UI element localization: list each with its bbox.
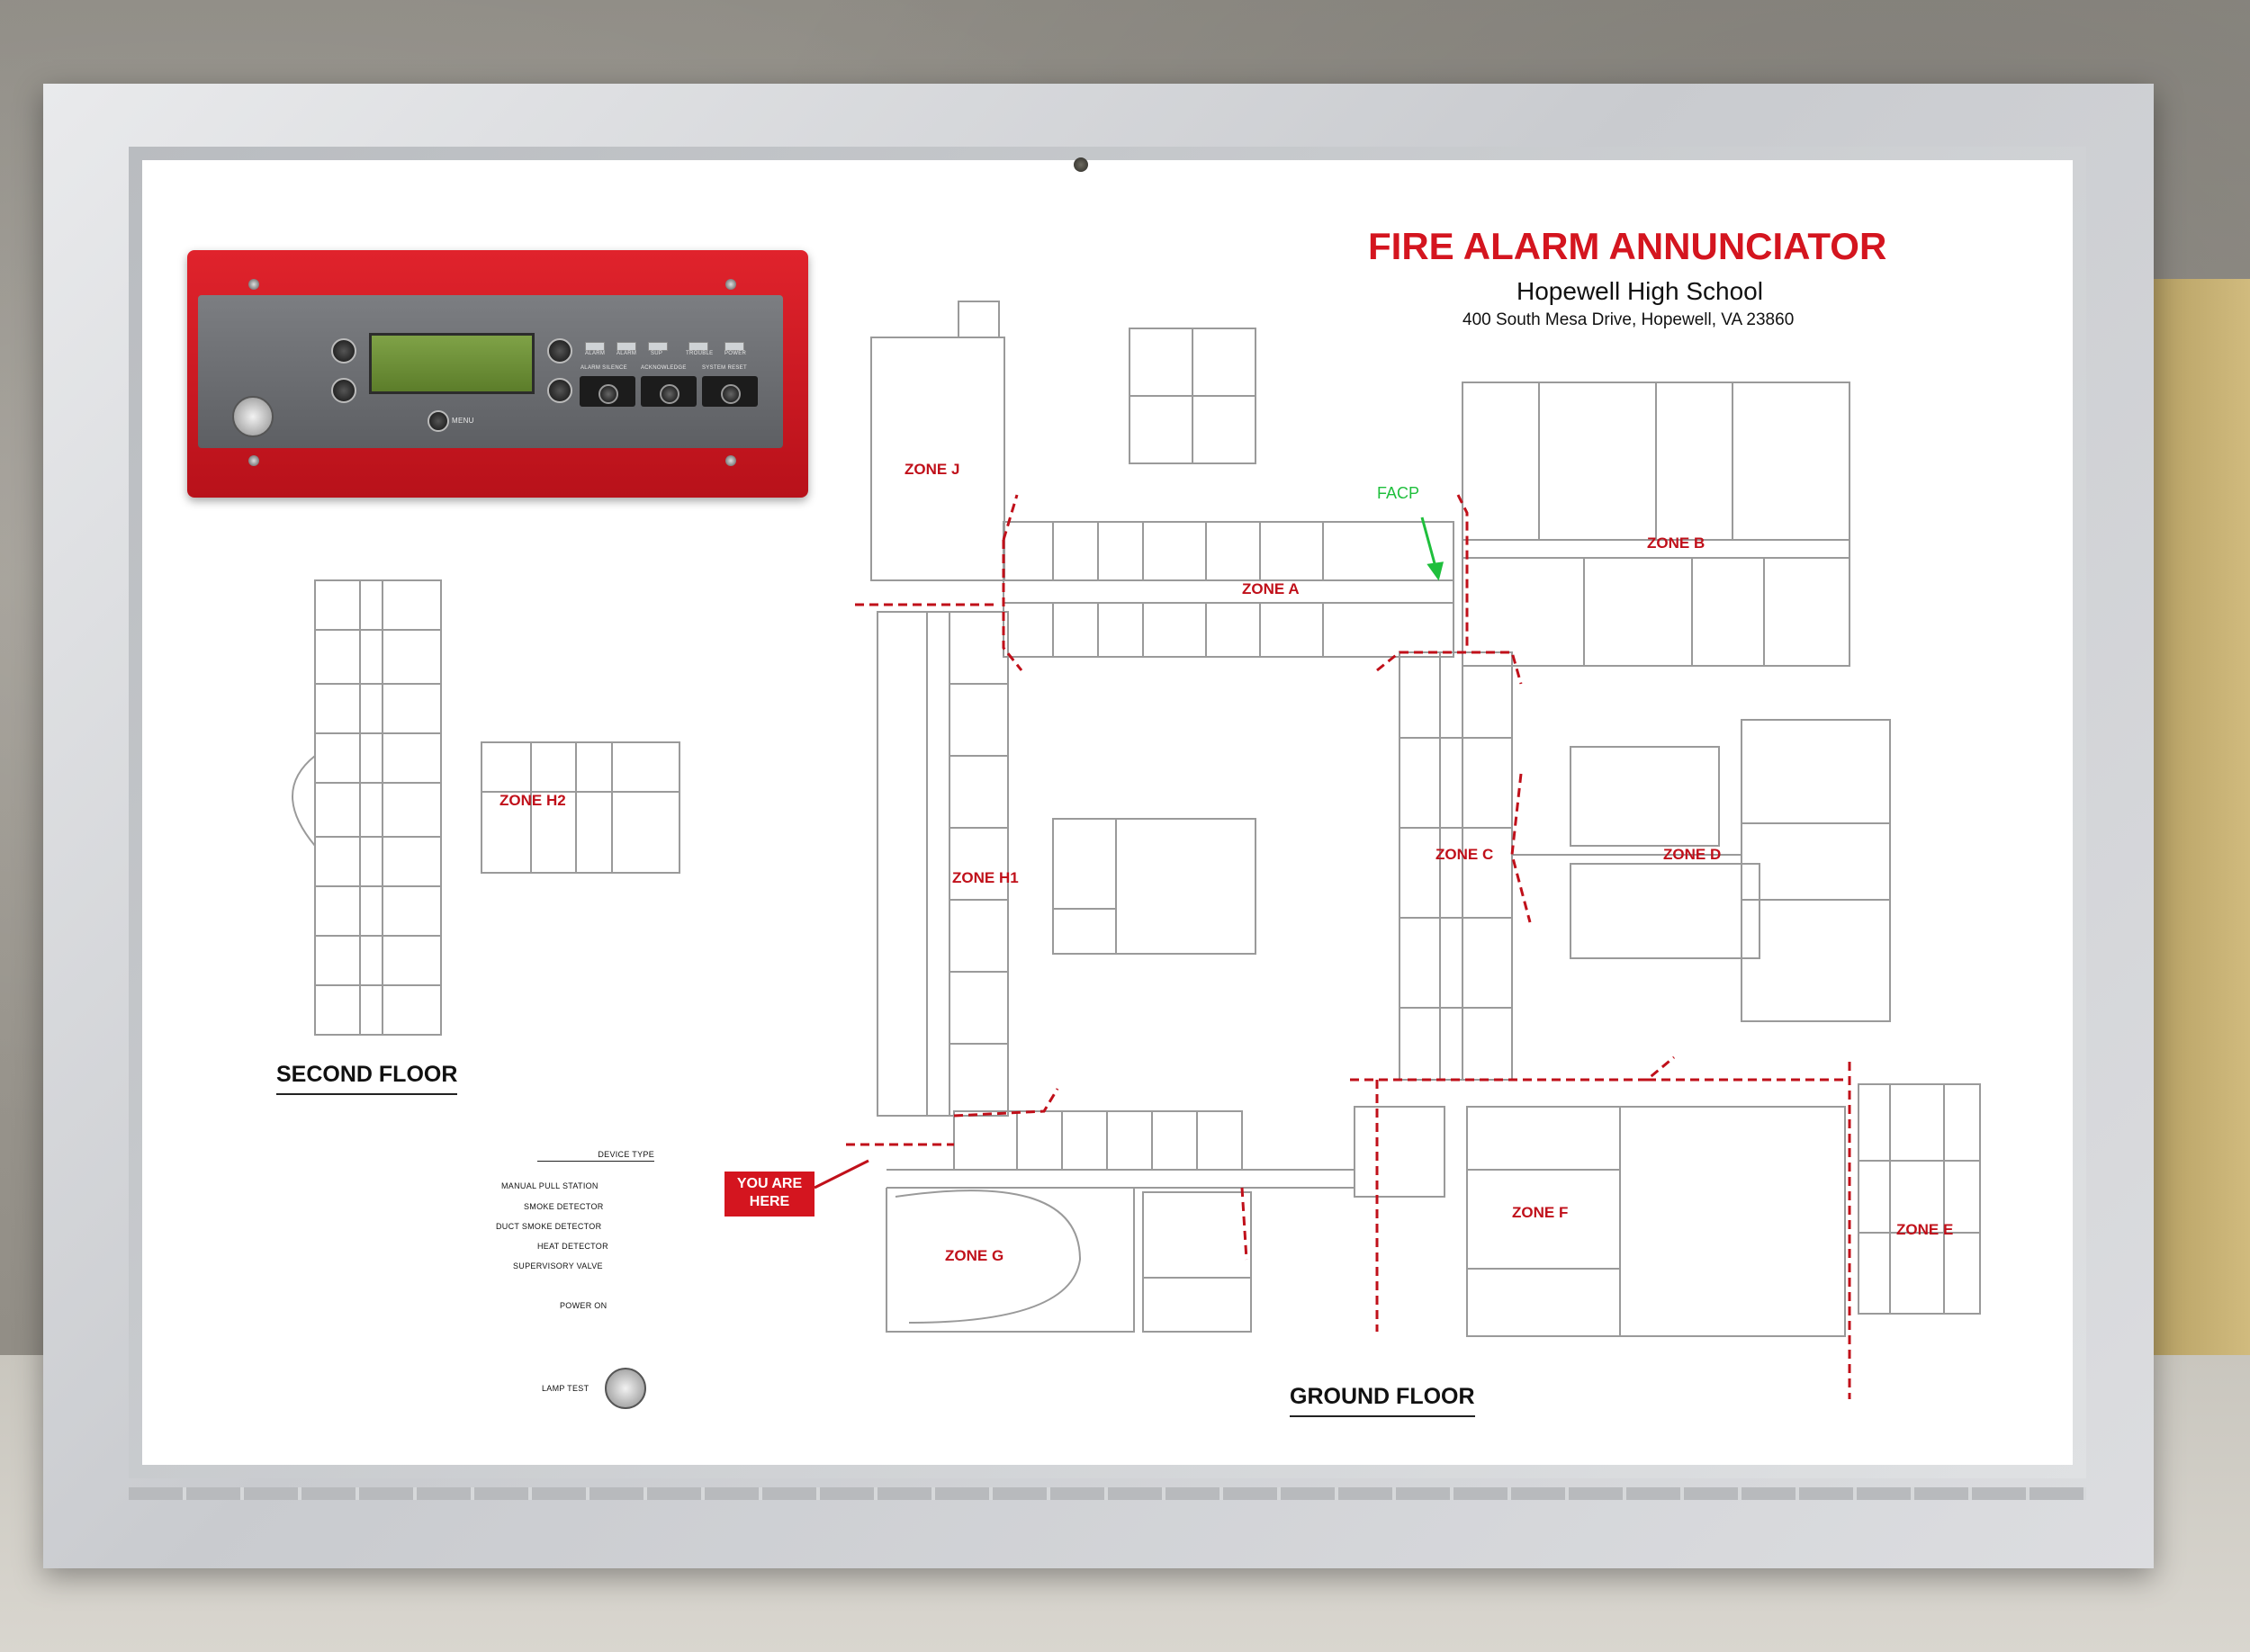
system-reset-label: SYSTEM RESET bbox=[702, 365, 747, 371]
legend-item: SUPERVISORY VALVE bbox=[513, 1261, 603, 1270]
lamp-test-key-icon[interactable] bbox=[605, 1368, 646, 1409]
school-name: Hopewell High School bbox=[1516, 277, 1763, 305]
led-indicator bbox=[688, 342, 708, 351]
lamp-test-label: LAMP TEST bbox=[542, 1384, 590, 1393]
sign-title: FIRE ALARM ANNUNCIATOR bbox=[1368, 225, 1887, 267]
right-down-button[interactable] bbox=[547, 378, 572, 403]
school-address: 400 South Mesa Drive, Hopewell, VA 23860 bbox=[1462, 310, 1795, 329]
menu-label: MENU bbox=[452, 417, 474, 425]
second-floor-outline bbox=[314, 579, 442, 1036]
legend-item: HEAT DETECTOR bbox=[537, 1242, 608, 1251]
panel-faceplate: MENU ALARM ALARM SUP TROUBLE POWER ALARM… bbox=[198, 295, 783, 448]
led-indicator bbox=[648, 342, 668, 351]
led-label: POWER bbox=[724, 351, 747, 356]
alarm-silence-label: ALARM SILENCE bbox=[580, 365, 627, 371]
ground-floor-label: GROUND FLOOR bbox=[1290, 1384, 1475, 1417]
legend-item: MANUAL PULL STATION bbox=[501, 1181, 598, 1190]
button-enable-key-icon[interactable] bbox=[232, 396, 274, 437]
zone-label-b: ZONE B bbox=[1647, 534, 1706, 552]
zone-label-j: ZONE J bbox=[904, 461, 960, 478]
lcd-display bbox=[369, 333, 535, 394]
facp-label: FACP bbox=[1377, 484, 1420, 502]
legend-heading: DEVICE TYPE bbox=[537, 1150, 654, 1162]
you-are-here-marker: YOU ARE HERE bbox=[724, 1172, 814, 1217]
wooden-shelf bbox=[2142, 279, 2250, 1359]
second-floor-label: SECOND FLOOR bbox=[276, 1062, 458, 1095]
you-are-here-pointer bbox=[814, 1159, 869, 1190]
zone-label-h2: ZONE H2 bbox=[500, 792, 566, 809]
screw-icon bbox=[248, 279, 259, 290]
frame-hinge bbox=[129, 1487, 2086, 1500]
led-indicator bbox=[724, 342, 744, 351]
zone-label-f: ZONE F bbox=[1512, 1204, 1569, 1221]
zone-label-g: ZONE G bbox=[945, 1247, 1004, 1264]
left-down-button[interactable] bbox=[331, 378, 356, 403]
screw-icon bbox=[248, 455, 259, 466]
screw-icon bbox=[725, 279, 736, 290]
left-up-button[interactable] bbox=[331, 338, 356, 364]
facp-arrow-icon bbox=[1420, 516, 1444, 581]
led-label: ALARM bbox=[616, 351, 637, 356]
acknowledge-button[interactable] bbox=[641, 376, 697, 407]
led-label: TROUBLE bbox=[686, 351, 714, 356]
you-are-here-line2: HERE bbox=[749, 1194, 790, 1209]
led-label: SUP bbox=[651, 351, 663, 356]
system-reset-button[interactable] bbox=[702, 376, 758, 407]
zone-label-h1: ZONE H1 bbox=[952, 869, 1019, 886]
right-up-button[interactable] bbox=[547, 338, 572, 364]
zone-label-a: ZONE A bbox=[1242, 580, 1300, 597]
alarm-silence-button[interactable] bbox=[580, 376, 635, 407]
frame-lock-icon[interactable] bbox=[1074, 157, 1088, 172]
led-indicator bbox=[616, 342, 636, 351]
acknowledge-label: ACKNOWLEDGE bbox=[641, 365, 687, 371]
zone-label-e: ZONE E bbox=[1896, 1221, 1954, 1238]
display-frame bbox=[43, 84, 2154, 1568]
menu-button[interactable] bbox=[428, 410, 449, 432]
led-label: ALARM bbox=[585, 351, 606, 356]
annunciator-panel: MENU ALARM ALARM SUP TROUBLE POWER ALARM… bbox=[187, 250, 808, 498]
zone-label-d: ZONE D bbox=[1663, 846, 1722, 863]
screw-icon bbox=[725, 455, 736, 466]
led-indicator bbox=[585, 342, 605, 351]
zone-label-c: ZONE C bbox=[1436, 846, 1494, 863]
you-are-here-line1: YOU ARE bbox=[736, 1176, 803, 1191]
legend-item: DUCT SMOKE DETECTOR bbox=[496, 1222, 602, 1231]
legend-power: POWER ON bbox=[560, 1301, 608, 1310]
legend-item: SMOKE DETECTOR bbox=[524, 1202, 604, 1211]
zone-boundaries bbox=[846, 494, 1851, 1399]
